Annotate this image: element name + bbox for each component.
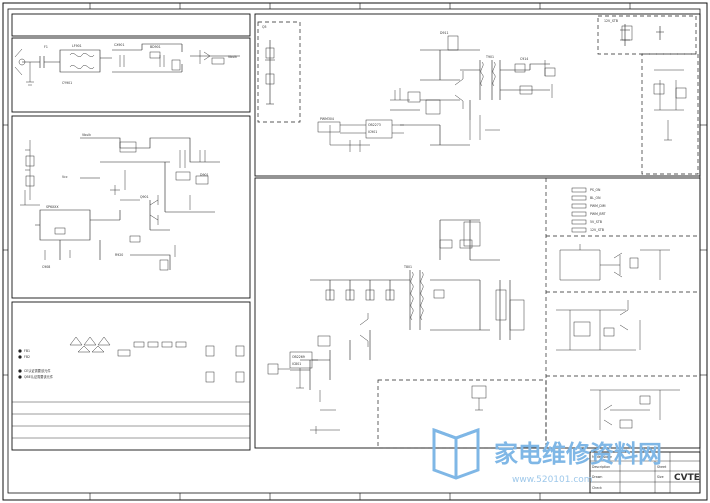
tb-model-name: Model Name: [592, 455, 612, 459]
watermark: 家电维修资料网 www.520101.com: [432, 427, 662, 485]
tb-drawn: Drawn: [592, 475, 602, 479]
svg-text:Q5: Q5: [262, 25, 267, 29]
right-subcircuits: PS_ON BL_ON PWM_DIM PWM_BRT 5V_STB 12V_S…: [546, 187, 700, 430]
svg-text:LF901: LF901: [72, 44, 82, 48]
svg-text:C908: C908: [42, 265, 50, 269]
svg-text:Vcc: Vcc: [62, 175, 68, 179]
svg-text:R920: R920: [115, 253, 123, 257]
top-left-title-box: [11, 13, 251, 37]
transformer-label: T901: [485, 55, 494, 59]
ic-label-led: OB2269: [292, 355, 305, 359]
net-ps-on: PS_ON: [590, 188, 601, 192]
svg-text:CY901: CY901: [62, 81, 72, 85]
svg-text:FB1: FB1: [24, 349, 30, 353]
svg-text:C914: C914: [520, 57, 528, 61]
inner-border: [7, 8, 701, 494]
svg-text:PWM304: PWM304: [320, 117, 334, 121]
tb-check: Check: [592, 486, 602, 490]
note-qbe: QBE认证需要该元件: [24, 374, 54, 379]
svg-text:D911: D911: [440, 31, 449, 35]
svg-text:F1: F1: [44, 45, 48, 49]
svg-text:CX901: CX901: [114, 43, 125, 47]
ic-label-left: SP6XXX: [46, 205, 59, 209]
watermark-cn-text: 家电维修资料网: [494, 440, 662, 468]
svg-text:Vbulk: Vbulk: [82, 133, 91, 137]
svg-text:IC801: IC801: [292, 362, 301, 366]
border-ticks: [3, 3, 707, 500]
net-bl-on: BL_ON: [590, 196, 601, 200]
svg-text:Vbulk: Vbulk: [228, 55, 237, 59]
svg-text:FB2: FB2: [24, 355, 30, 359]
transformer2-label: T801: [403, 265, 412, 269]
net-pwm-dim: PWM_DIM: [590, 204, 606, 208]
led-driver-block: T801 OB2269 IC801: [254, 177, 701, 449]
net-12v-stb: 12V_STB: [590, 228, 604, 232]
svg-text:Q901: Q901: [140, 195, 149, 199]
title-block: Model Name Description Drawn Check Sheet…: [589, 451, 701, 494]
note-ce: CE认证需要该元件: [24, 368, 51, 373]
ic-label-flyback: OB2273: [368, 123, 381, 127]
svg-text:12V_STB: 12V_STB: [604, 19, 618, 23]
tb-sheet: Sheet: [657, 465, 667, 469]
tb-size: Size: [657, 475, 664, 479]
svg-text:IC901: IC901: [368, 130, 377, 134]
brand-logo: CVTE: [674, 473, 700, 483]
svg-text:D901: D901: [200, 173, 209, 177]
svg-text:BD901: BD901: [150, 45, 161, 49]
tb-description: Description: [592, 465, 610, 469]
net-5v-stb: 5V_STB: [590, 220, 602, 224]
watermark-url: www.520101.com: [512, 475, 593, 485]
net-pwm-brt: PWM_BRT: [590, 212, 606, 216]
connector-net-labels: PS_ON BL_ON PWM_DIM PWM_BRT 5V_STB 12V_S…: [571, 187, 606, 233]
